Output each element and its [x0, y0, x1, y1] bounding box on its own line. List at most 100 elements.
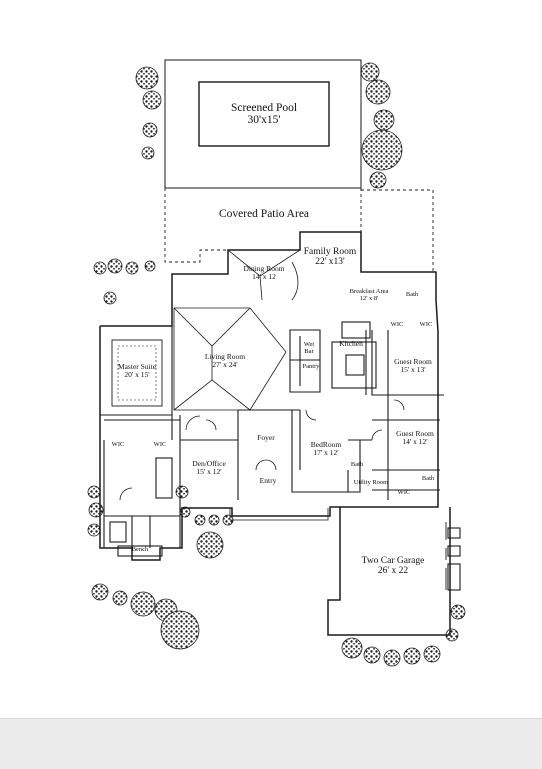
master-inner-2 [117, 345, 157, 401]
room-name: WIC [390, 321, 404, 328]
room-label-guest-2: Guest Room 14' x 12' [396, 430, 434, 446]
room-dims: 15' x 13' [400, 364, 426, 374]
room-name: Living Room [204, 352, 246, 361]
room-dims: 12' x 8' [359, 294, 379, 302]
room-label-entry: Entry [260, 477, 277, 485]
room-dims: 20' x 15' [124, 369, 150, 379]
shrub [194, 514, 206, 526]
shrub [141, 146, 155, 160]
room-label-utility: Utility Room [354, 479, 389, 487]
shrub [341, 637, 363, 659]
room-label-living: Living Room 27' x 24' [205, 353, 245, 369]
room-label-bedroom: BedRoom 17' x 12' [311, 441, 341, 457]
room-name: Wet [303, 341, 315, 348]
room-name-2: Bar [304, 347, 314, 355]
room-label-bath-top: Bath [405, 291, 419, 299]
room-label-breakfast: Breakfast Area 12' x 8' [349, 288, 389, 303]
room-name: Dining Room [243, 264, 285, 273]
room-name: Bath [405, 291, 419, 298]
room-dims: 14' x 12 [252, 271, 276, 281]
room-name: Guest Room [396, 429, 434, 438]
door [371, 429, 383, 441]
door [255, 459, 277, 471]
room-label-wet-bar: Wet Bar [303, 341, 315, 356]
door [185, 415, 201, 431]
room-name: Foyer [257, 433, 275, 442]
landscaping [87, 62, 466, 667]
shrub [383, 649, 401, 667]
room-label-kitchen: Kitchen [339, 340, 363, 348]
shrub [87, 485, 101, 499]
room-dims: 30'x15' [247, 114, 281, 127]
shrub [369, 171, 387, 189]
shrub [93, 261, 107, 275]
room-label-wic-master-a: WIC [112, 441, 125, 449]
shrub [103, 291, 117, 305]
shrub [175, 485, 189, 499]
room-label-foyer: Foyer [257, 434, 275, 442]
room-name: Breakfast Area [349, 288, 389, 295]
room-dims: 15' x 12' [196, 466, 222, 476]
room-label-den: Den/Office 15' x 12' [192, 460, 226, 476]
patio-outline [164, 188, 434, 273]
shrub [87, 523, 101, 537]
room-name: Master Suite [117, 362, 157, 371]
palm-tree [361, 129, 403, 171]
pool-enclosure [164, 59, 362, 189]
shrub [423, 645, 441, 663]
room-dims: 22' x13' [315, 256, 345, 267]
shrub [88, 502, 104, 518]
room-name: WIC [419, 321, 433, 328]
room-label-pantry: Pantry [302, 363, 320, 371]
room-name: WIC [397, 489, 411, 496]
shrub [360, 62, 380, 82]
room-dims: 26' x 22 [377, 565, 409, 576]
door [119, 487, 133, 501]
room-name: Covered Patio Area [218, 208, 310, 220]
room-name: Bath [421, 475, 435, 482]
room-dims: 17' x 12' [313, 447, 339, 457]
shrub [373, 109, 395, 131]
pool-outline [198, 81, 330, 147]
roof-hip-lines [173, 307, 287, 411]
room-name: Bench [131, 546, 149, 553]
room-name: Two Car Garage [361, 556, 425, 566]
room-name: Bath [350, 461, 364, 468]
master-inner [111, 339, 163, 407]
room-label-wic-master-b: WIC [153, 441, 167, 449]
room-label-wic-right-a: WIC [390, 321, 404, 329]
door [393, 399, 405, 411]
tree [160, 610, 200, 650]
room-name: Pantry [302, 363, 320, 370]
room-label-wic-bottom: WIC [397, 489, 411, 497]
room-dims: 14' x 12' [402, 436, 428, 446]
door [205, 419, 217, 431]
door [305, 409, 317, 421]
room-label-wic-right-b: WIC [419, 321, 433, 329]
shrub [91, 583, 109, 601]
room-label-patio: Covered Patio Area [219, 208, 309, 220]
room-name: Family Room [303, 247, 357, 257]
room-name: Kitchen [339, 339, 363, 348]
room-name: BedRoom [310, 440, 342, 449]
shrub [208, 514, 220, 526]
room-label-bath-mid: Bath [350, 461, 364, 469]
room-label-bath-bottom: Bath [421, 475, 435, 483]
room-name: Den/Office [192, 459, 226, 468]
room-name: Entry [259, 476, 277, 485]
room-label-master: Master Suite 20' x 15' [118, 363, 156, 379]
room-label-guest-1: Guest Room 15' x 13' [394, 358, 432, 374]
shrub [403, 647, 421, 665]
shrub [142, 90, 162, 110]
shrub [142, 122, 158, 138]
shrub [196, 531, 224, 559]
shrub [363, 646, 381, 664]
room-name: WIC [153, 441, 167, 448]
room-name: Guest Room [394, 357, 432, 366]
shrub [125, 261, 139, 275]
shrub [130, 591, 156, 617]
room-label-garage: Two Car Garage 26' x 22 [361, 556, 425, 577]
room-label-family: Family Room 22' x13' [303, 247, 357, 268]
shrub [365, 79, 391, 105]
